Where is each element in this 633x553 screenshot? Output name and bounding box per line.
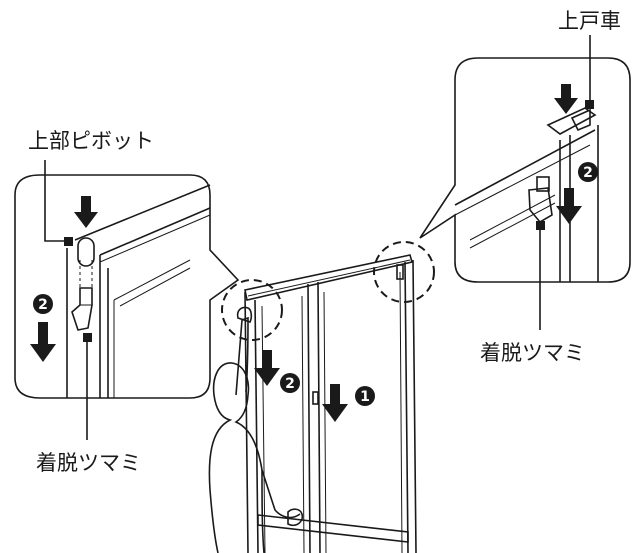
down-arrow-icon [30,322,56,362]
upper-pivot-label: 上部ピボット [28,129,154,153]
svg-text:2: 2 [285,376,295,392]
svg-text:2: 2 [38,297,48,313]
down-arrow-icon [254,350,280,386]
svg-text:2: 2 [583,165,593,181]
zoom-circle-left [221,279,283,341]
left-callout [14,160,240,440]
down-arrow-icon [322,384,348,422]
svg-text:1: 1 [360,389,370,405]
person-figure [208,306,304,553]
step-marker-1: 1 [355,386,375,406]
door-frame [244,254,417,553]
release-knob-label-right: 着脱ツマミ [480,341,585,365]
release-knob-label-left: 着脱ツマミ [36,451,141,475]
upper-roller-label: 上戸車 [558,9,621,33]
down-arrow-icon [74,196,98,228]
down-arrow-icon [556,188,582,224]
right-callout [419,35,631,330]
step-marker-2-center: 2 [280,373,300,393]
step-marker-2-right: 2 [578,162,598,182]
down-arrow-icon [554,84,578,114]
step-marker-2-left: 2 [33,294,53,314]
zoom-circle-right [373,241,435,303]
